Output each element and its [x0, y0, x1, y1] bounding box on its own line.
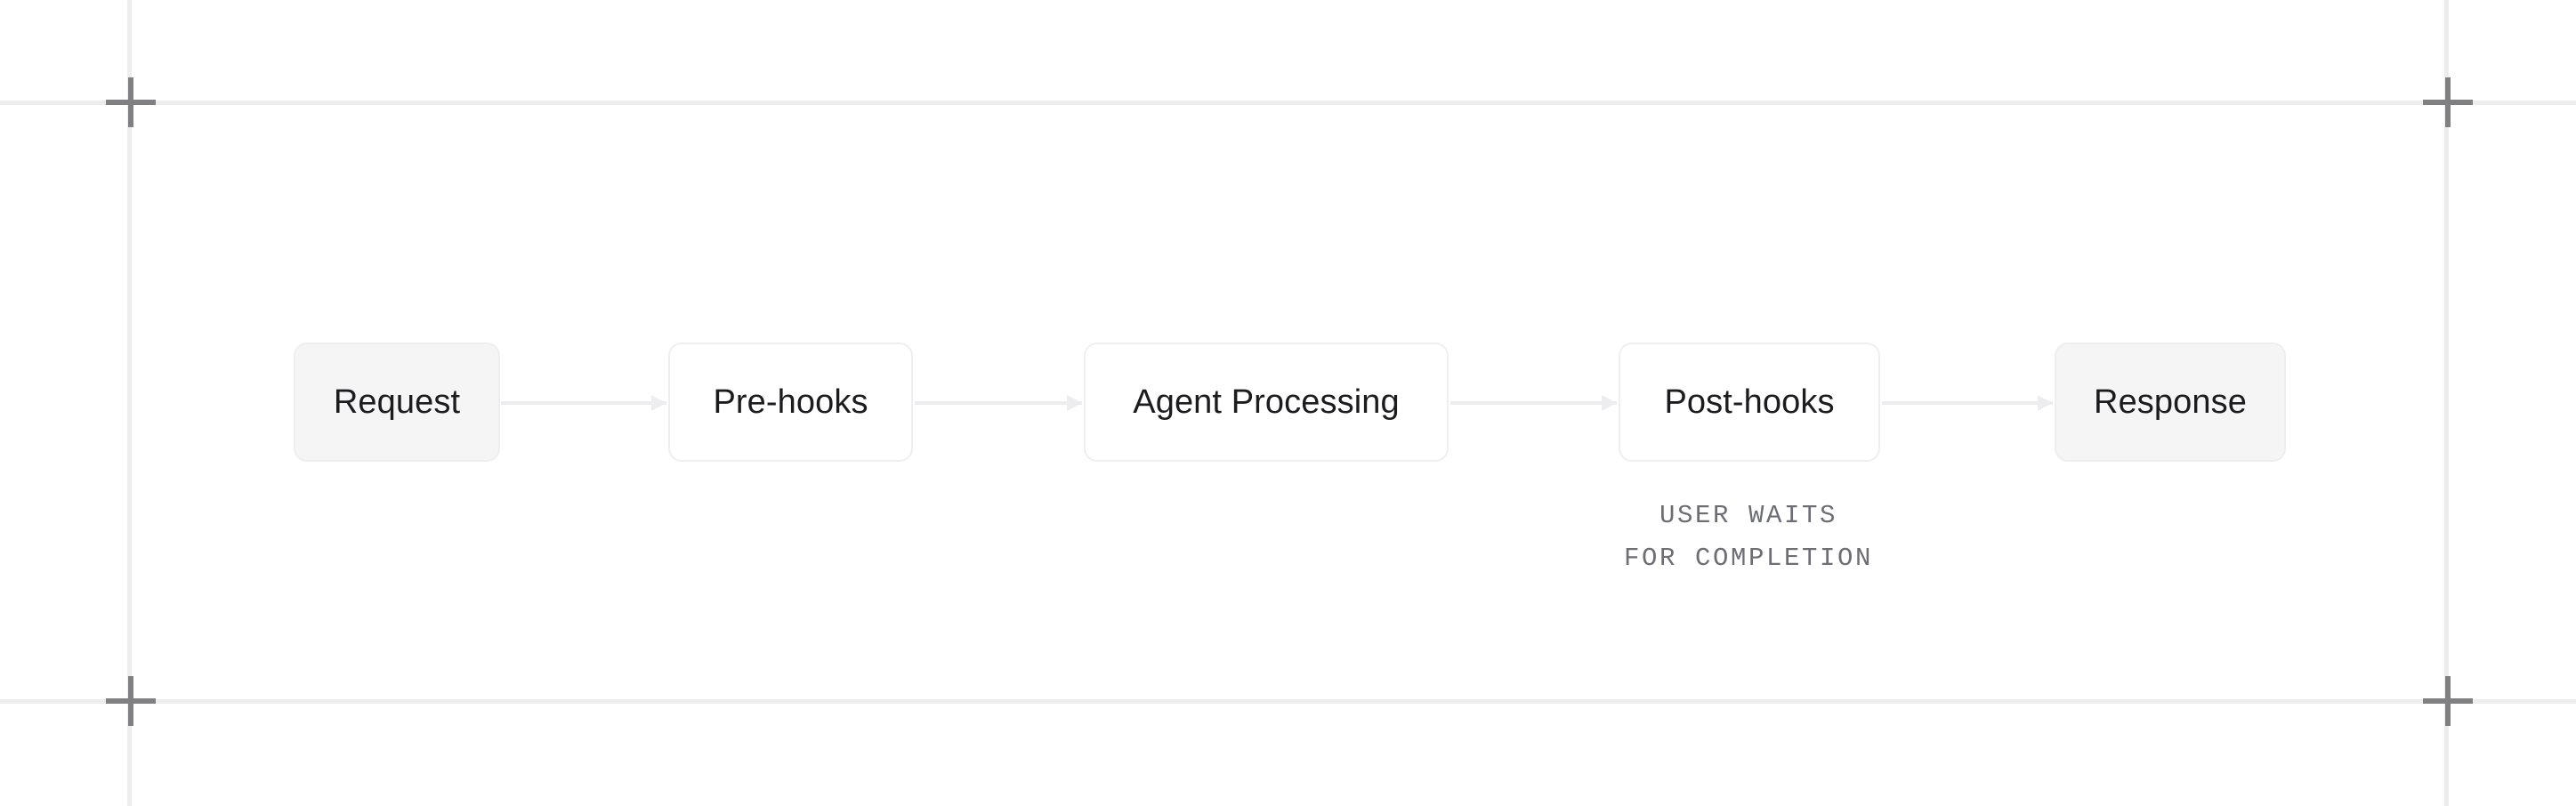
connector-pre-hooks-to-agent	[915, 395, 1082, 411]
node-label-request: Request	[333, 383, 461, 421]
node-request[interactable]: Request	[294, 343, 500, 462]
guide-line-horizontal-top	[0, 101, 2576, 105]
node-label-agent-processing: Agent Processing	[1133, 383, 1400, 421]
connector-line	[915, 401, 1082, 405]
node-response[interactable]: Response	[2055, 343, 2286, 462]
arrow-head-icon	[651, 395, 666, 411]
guide-line-horizontal-bottom	[0, 699, 2576, 704]
connector-post-hooks-to-response	[1882, 395, 2053, 411]
node-label-pre-hooks: Pre-hooks	[713, 383, 868, 421]
guide-line-vertical-left	[127, 0, 132, 806]
crosshair-bar-vertical	[2445, 77, 2451, 127]
crosshair-bar-vertical	[128, 676, 133, 726]
node-agent-processing[interactable]: Agent Processing	[1084, 343, 1449, 462]
crosshair-icon-top-right	[2421, 76, 2475, 129]
arrow-head-icon	[1067, 395, 1082, 411]
node-post-hooks[interactable]: Post-hooks	[1619, 343, 1880, 462]
node-label-response: Response	[2094, 383, 2247, 421]
annotation-user-waits: USER WAITS FOR COMPLETION	[1623, 501, 1874, 573]
connector-line	[501, 401, 666, 405]
connector-agent-to-post-hooks	[1450, 395, 1617, 411]
crosshair-bar-vertical	[128, 77, 133, 127]
crosshair-icon-bottom-left	[104, 674, 157, 728]
connector-request-to-pre-hooks	[501, 395, 666, 411]
connector-line	[1450, 401, 1617, 405]
arrow-head-icon	[2038, 395, 2053, 411]
crosshair-bar-vertical	[2445, 676, 2451, 726]
node-label-post-hooks: Post-hooks	[1664, 383, 1835, 421]
crosshair-icon-top-left	[104, 76, 157, 129]
connector-line	[1882, 401, 2053, 405]
node-pre-hooks[interactable]: Pre-hooks	[668, 343, 913, 462]
guide-line-vertical-right	[2444, 0, 2449, 806]
crosshair-icon-bottom-right	[2421, 674, 2475, 728]
arrow-head-icon	[1602, 395, 1617, 411]
